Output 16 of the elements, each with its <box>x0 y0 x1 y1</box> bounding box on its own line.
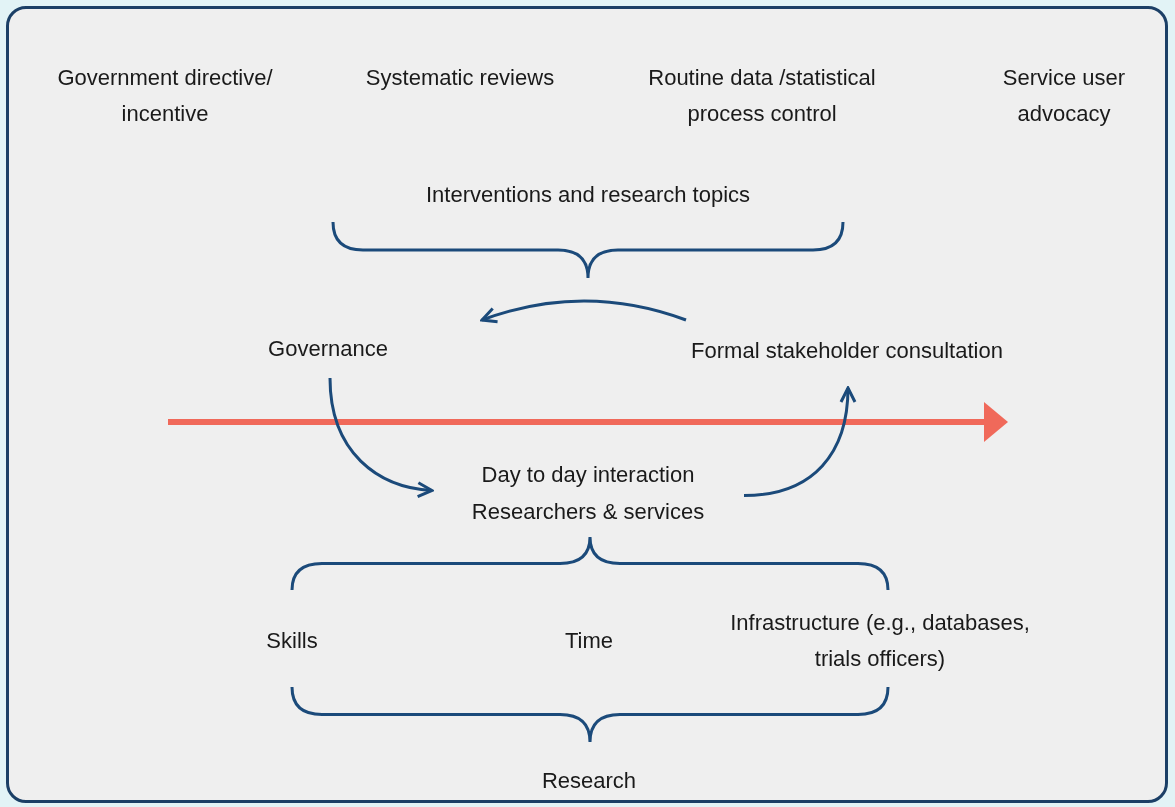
text-label: Skills <box>265 627 319 655</box>
text-label: Routine data /statistical process control <box>647 64 877 128</box>
text-label: Infrastructure (e.g., databases, trials officers) <box>729 609 1031 673</box>
node-text: Day to day interaction <box>481 460 695 489</box>
text-label: Interventions and research topics <box>424 181 752 209</box>
curved-arrow <box>480 299 687 324</box>
curved-arrow <box>743 386 856 497</box>
text-label: Research <box>540 767 638 795</box>
text-label: Systematic reviews <box>364 64 556 92</box>
text-label: Service user advocacy <box>1001 64 1127 128</box>
curved-arrow <box>328 377 434 498</box>
node-text: Researchers & services <box>471 497 705 526</box>
node-text: Formal stakeholder consultation <box>691 336 1003 365</box>
text-label: Government directive/ incentive <box>56 64 274 128</box>
text-label: Time <box>563 627 615 655</box>
node-text: Governance <box>268 334 388 363</box>
